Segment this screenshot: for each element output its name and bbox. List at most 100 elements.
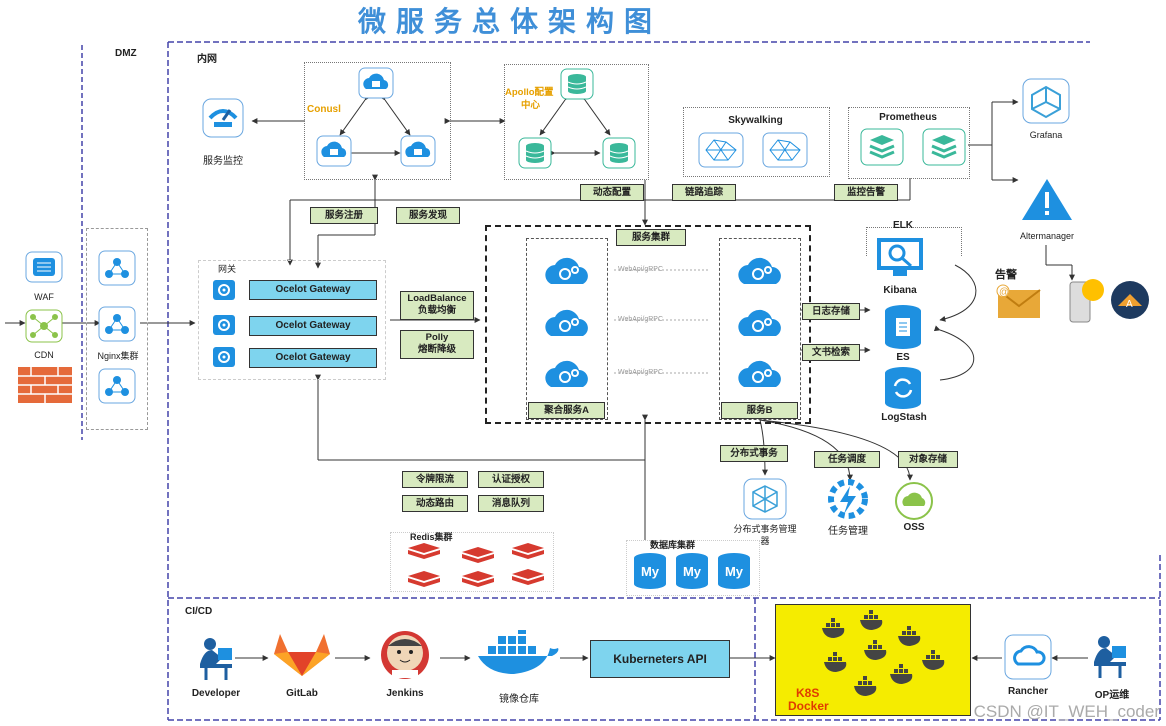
consul-label: Conusl — [307, 104, 341, 115]
stack-icon — [860, 128, 904, 171]
docker-label: Docker — [788, 699, 829, 713]
mysql-icon: My — [632, 552, 668, 595]
kibana-label: Kibana — [883, 285, 917, 296]
gitlab-label: GitLab — [286, 688, 318, 699]
rpc-link-label: WebApi/gRPC — [618, 369, 664, 376]
nginx-cluster-box — [86, 228, 148, 430]
cloud-gear-icon — [541, 302, 593, 347]
stack-icon — [922, 128, 966, 171]
altermanager-label: Altermanager — [1019, 231, 1075, 241]
rancher-label: Rancher — [1007, 686, 1048, 697]
firewall-icon — [18, 367, 72, 408]
cloud-gear-icon — [734, 302, 786, 347]
db-label: 数据库集群 — [650, 540, 696, 550]
nginx-node-icon — [98, 306, 136, 347]
task-manager-label: 任务管理 — [828, 526, 868, 537]
jenkins-icon — [378, 628, 432, 687]
database-node-icon — [560, 68, 594, 105]
rpc-arrows — [614, 269, 710, 374]
transaction-manager-label-line2: 器 — [760, 536, 770, 546]
database-node-icon — [518, 137, 552, 174]
svg-text:@: @ — [999, 287, 1009, 298]
page-title: 微服务总体架构图 — [357, 5, 662, 38]
watermark: CSDN @IT_WEH_coder — [973, 702, 1160, 721]
ocelot-gateway-2: Ocelot Gateway — [249, 316, 377, 336]
alert-icon — [1020, 176, 1074, 227]
consul-box — [304, 62, 451, 180]
rpc-link-label: WebApi/gRPC — [618, 316, 664, 323]
prometheus-label: Prometheus — [879, 112, 937, 123]
service-a-label: 聚合服务A — [528, 402, 605, 419]
cloud-gear-icon — [541, 250, 593, 295]
redis-node-icons — [408, 543, 544, 587]
zone-cicd-label: CI/CD — [185, 606, 213, 617]
task-manager-icon — [825, 478, 871, 525]
kibana-icon — [875, 236, 925, 285]
db-cluster-box — [626, 540, 760, 596]
mysql-icon: My — [674, 552, 710, 595]
service-cluster-box — [485, 225, 811, 424]
tag-log-storage: 日志存储 — [802, 303, 860, 320]
tag-dynamic-config: 动态配置 — [580, 184, 644, 201]
jenkins-label: Jenkins — [386, 688, 424, 699]
grafana-label: Grafana — [1029, 130, 1063, 140]
gateway-group-box — [198, 260, 386, 380]
rpc-link-label: WebApi/gRPC — [618, 266, 664, 273]
mysql-label: My — [724, 564, 744, 579]
cloud-node-icon — [400, 135, 436, 172]
apollo-box — [504, 64, 649, 180]
apollo-label-line1: Apollo配置 — [505, 87, 554, 98]
nginx-node-icon — [98, 368, 136, 409]
gateway-group-label: 网关 — [218, 264, 237, 274]
es-label: ES — [896, 352, 910, 363]
tag-polly-line1: Polly — [425, 332, 449, 343]
cloud-gear-icon — [541, 353, 593, 398]
tag-object-storage: 对象存储 — [898, 451, 958, 468]
tag-polly: Polly 熔断降级 — [400, 330, 474, 359]
network-icon — [762, 132, 808, 173]
monitor-icon — [202, 98, 244, 143]
developer-label: Developer — [191, 688, 241, 699]
grafana-icon — [1022, 78, 1070, 129]
cloud-node-icon — [316, 135, 352, 172]
waf-icon — [24, 250, 64, 289]
tag-service-cluster: 服务集群 — [616, 229, 686, 246]
waf-label: WAF — [34, 292, 54, 302]
svg-text:A: A — [1126, 299, 1133, 310]
gear-icon — [213, 315, 235, 340]
transaction-manager-label-line1: 分布式事务管理 — [733, 524, 797, 534]
ocelot-gateway-3: Ocelot Gateway — [249, 348, 377, 368]
skywalking-label: Skywalking — [728, 115, 783, 126]
ops-icon — [1090, 632, 1130, 685]
cdn-icon — [24, 308, 64, 349]
tag-polly-line2: 熔断降级 — [417, 344, 456, 355]
k8s-api-box: Kuberneters API — [590, 640, 730, 678]
apollo-label-line2: 中心 — [521, 100, 541, 111]
logstash-label: LogStash — [881, 412, 927, 423]
redis-cluster-box — [390, 532, 554, 592]
mysql-icon: My — [716, 552, 752, 595]
cdn-label: CDN — [34, 350, 54, 360]
service-b-box — [719, 238, 801, 420]
network-icon — [698, 132, 744, 173]
gitlab-icon — [272, 630, 332, 683]
service-b-label: 服务B — [721, 402, 798, 419]
tag-service-register: 服务注册 — [310, 207, 378, 224]
image-registry-label: 镜像仓库 — [499, 694, 539, 705]
tag-message-queue: 消息队列 — [478, 495, 544, 512]
developer-icon — [196, 634, 236, 687]
tag-task-schedule: 任务调度 — [814, 451, 880, 468]
tag-service-discovery: 服务发现 — [396, 207, 460, 224]
tag-doc-search: 文书检索 — [802, 344, 860, 361]
tag-loadbalance: LoadBalance 负载均衡 — [400, 291, 474, 320]
skywalking-box — [683, 107, 830, 177]
cloud-node-icon — [358, 67, 394, 104]
monitor-label: 服务监控 — [203, 156, 243, 167]
prometheus-box — [848, 107, 970, 179]
docker-container-icons — [822, 610, 945, 696]
elk-title: ELK — [893, 220, 913, 231]
docker-icon — [474, 626, 560, 683]
mysql-label: My — [682, 564, 702, 579]
ocelot-gateway-1: Ocelot Gateway — [249, 280, 377, 300]
transaction-manager-icon — [743, 478, 787, 525]
